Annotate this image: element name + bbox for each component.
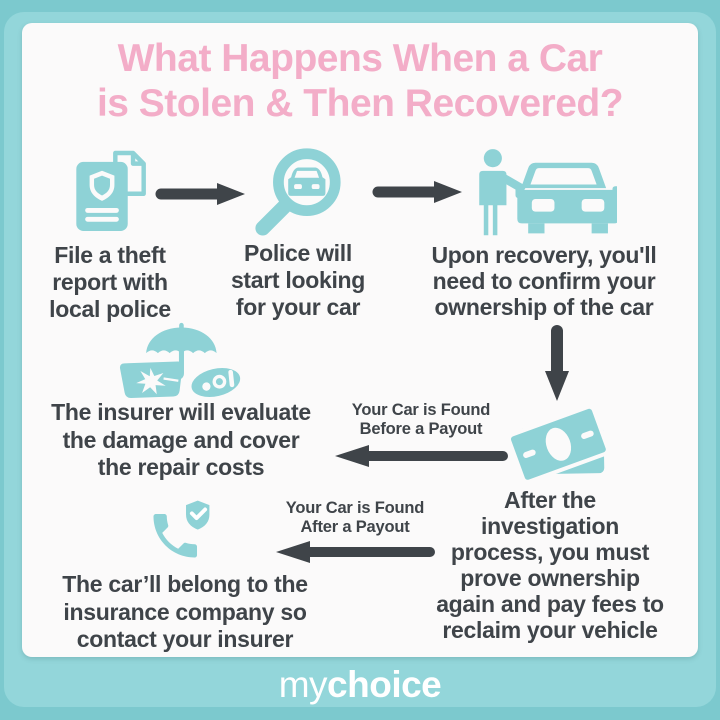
arrow-down-icon bbox=[545, 325, 569, 401]
person-car-icon bbox=[478, 149, 617, 236]
step-label: The car’ll belong to the insurance compa… bbox=[62, 571, 308, 652]
branch-after-payout: Your Car is Found After a Payout bbox=[271, 499, 439, 563]
step-after-investigation: After the investigation process, you mus… bbox=[402, 396, 698, 643]
arrow-right-icon bbox=[372, 181, 462, 203]
brand-choice: choice bbox=[327, 664, 442, 705]
title-line-1: What Happens When a Car bbox=[117, 37, 603, 80]
arrow-left-icon bbox=[276, 541, 435, 563]
theft-report-icon bbox=[76, 150, 146, 231]
step-label: File a theft report with local police bbox=[49, 242, 171, 322]
branch-label: Your Car is Found After a Payout bbox=[285, 499, 425, 536]
brand-logo: mychoice bbox=[0, 664, 720, 706]
step-label: Police will start looking for your car bbox=[230, 240, 366, 320]
branch-before-payout: Your Car is Found Before a Payout bbox=[332, 401, 510, 467]
step-label: The insurer will evaluate the damage and… bbox=[51, 399, 311, 480]
title-line-2: is Stolen & Then Recovered? bbox=[96, 82, 624, 125]
brand-my: my bbox=[278, 664, 328, 705]
step-file-theft-report: File a theft report with local police bbox=[24, 146, 196, 323]
step-contact-insurer: The car’ll belong to the insurance compa… bbox=[22, 494, 348, 654]
arrow-right-icon bbox=[155, 183, 245, 205]
money-icon bbox=[506, 404, 610, 484]
step-label: Upon recovery, you'll need to confirm yo… bbox=[431, 242, 657, 320]
page-title: What Happens When a Car is Stolen & Then… bbox=[0, 36, 720, 126]
phone-shield-icon bbox=[153, 497, 213, 558]
arrow-left-icon bbox=[335, 445, 508, 467]
step-insurer-evaluates: The insurer will evaluate the damage and… bbox=[18, 322, 344, 482]
magnifier-car-icon bbox=[255, 148, 341, 236]
step-label: After the investigation process, you mus… bbox=[436, 487, 664, 643]
step-confirm-ownership: Upon recovery, you'll need to confirm yo… bbox=[400, 148, 688, 320]
step-police-search: Police will start looking for your car bbox=[205, 143, 391, 321]
branch-label: Your Car is Found Before a Payout bbox=[351, 401, 491, 438]
insurance-damage-icon bbox=[119, 322, 241, 398]
